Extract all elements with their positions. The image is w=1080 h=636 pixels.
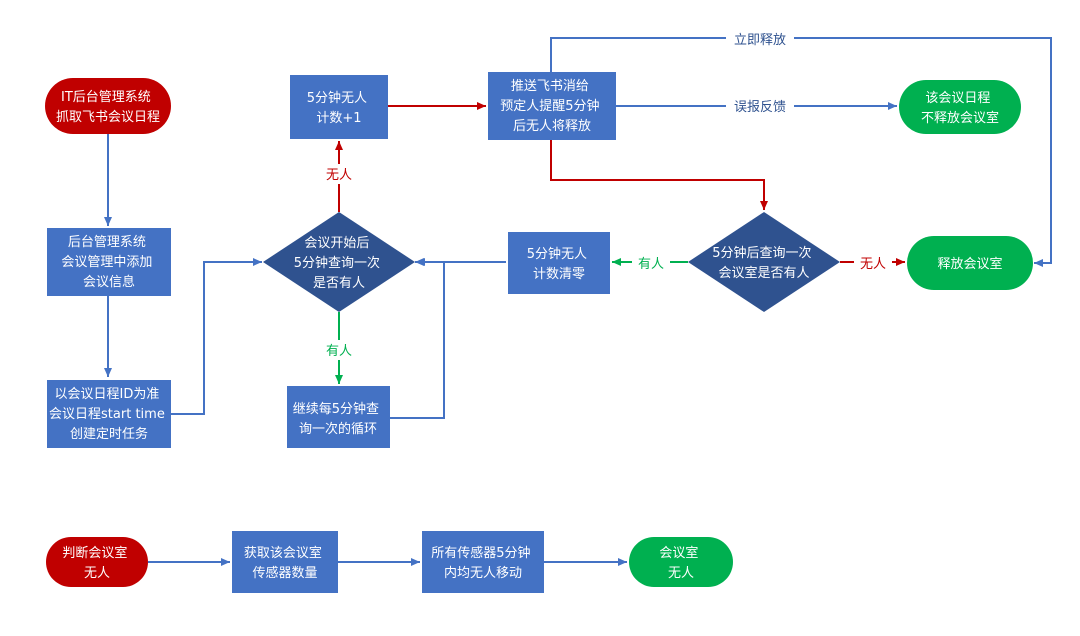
node-it-start: IT后台管理系统 抓取飞书会议日程 [45, 78, 171, 134]
edge-push-to-release [550, 37, 1052, 267]
node-check-meeting-line1: 会议开始后 [304, 236, 369, 251]
node-keep-room: 该会议日程 不释放会议室 [899, 80, 1021, 134]
connectors [104, 37, 1052, 566]
node-room-empty-line1: 会议室 [659, 545, 698, 561]
node-judge-start-line1: 判断会议室 [62, 545, 127, 561]
svg-text:判断会议室 无人: 判断会议室 无人 [62, 545, 131, 581]
node-check-5min: 5分钟后查询一次 会议室是否有人 [688, 212, 840, 312]
node-count-plus-line1: 5分钟无人 [307, 90, 367, 106]
node-room-empty-line2: 无人 [668, 566, 694, 581]
node-count-reset-line1: 5分钟无人 [527, 246, 587, 262]
edge-loop-back [390, 258, 445, 419]
node-check-meeting-line2: 5分钟查询一次 [294, 255, 380, 271]
edge-push-to-check5 [550, 140, 768, 210]
node-release-room: 释放会议室 [907, 236, 1033, 290]
label-has-person-1: 有人 [326, 344, 352, 359]
svg-text:IT后台管理系统 抓取飞书会议日程: IT后台管理系统 抓取飞书会议日程 [56, 90, 160, 125]
node-count-plus-line2: 计数+1 [316, 111, 361, 126]
node-loop-check: 继续每5分钟查 询一次的循环 [287, 386, 390, 448]
node-add-meeting: 后台管理系统 会议管理中添加 会议信息 [47, 228, 171, 296]
node-push-message: 推送飞书消给 预定人提醒5分钟 后无人将释放 [488, 72, 616, 140]
node-create-task: 以会议日程ID为准 会议日程start time 创建定时任务 [47, 380, 171, 448]
node-create-task-line2: 会议日程start time [49, 407, 165, 422]
node-loop-check-line2: 询一次的循环 [299, 421, 377, 437]
node-push-message-line3: 后无人将释放 [513, 119, 591, 134]
node-push-message-line1: 推送飞书消给 [511, 79, 589, 94]
label-release-now: 立即释放 [734, 33, 786, 48]
svg-text:推送飞书消给 预定人提醒5分钟: 推送飞书消给 预定人提醒5分钟 后无人将释放 [500, 79, 603, 134]
node-check-meeting-line3: 是否有人 [313, 276, 365, 291]
edge-task-to-check [171, 258, 262, 415]
nodes: IT后台管理系统 抓取飞书会议日程 后台管理系统 会议管理中添加 会议信息 以会… [45, 72, 1033, 593]
node-count-reset: 5分钟无人 计数清零 [508, 232, 610, 294]
node-create-task-line1: 以会议日程ID为准 [55, 387, 160, 402]
node-check-meeting: 会议开始后 5分钟查询一次 是否有人 [263, 212, 415, 312]
node-judge-start-line2: 无人 [84, 566, 110, 581]
svg-text:以会议日程ID为准 会议日程start ti: 以会议日程ID为准 会议日程start time 创建定时任务 [49, 387, 169, 442]
node-count-reset-line2: 计数清零 [533, 267, 585, 282]
svg-text:获取该会议室 传感器数量: 获取该会议室 传感器数量 [244, 545, 326, 581]
node-check-5min-line1: 5分钟后查询一次 [712, 245, 811, 261]
node-it-start-line2: 抓取飞书会议日程 [56, 110, 160, 125]
node-sensors-check-line1: 所有传感器5分钟 [431, 545, 530, 561]
svg-text:5分钟后查询一次 会议室是否有人: 5分钟后查询一次 会议室是否有人 [712, 245, 815, 281]
svg-text:5分钟无人 计数清零: 5分钟无人 计数清零 [527, 246, 591, 282]
node-add-meeting-line3: 会议信息 [83, 274, 135, 290]
label-has-person-2: 有人 [638, 257, 664, 272]
svg-text:会议室 无人: 会议室 无人 [659, 545, 702, 581]
label-no-person-1: 无人 [326, 168, 352, 183]
node-loop-check-line1: 继续每5分钟查 [293, 401, 379, 417]
svg-text:释放会议室: 释放会议室 [937, 256, 1002, 272]
label-no-person-2: 无人 [860, 257, 886, 272]
svg-text:会议开始后 5分钟查询一次: 会议开始后 5分钟查询一次 是否有人 [294, 236, 384, 291]
edge-labels: 无人 有人 立即释放 误报反馈 有人 无人 [320, 29, 892, 360]
svg-text:后台管理系统 会议管理中添加: 后台管理系统 会议管理中添加 会议信息 [61, 235, 156, 290]
node-keep-room-line2: 不释放会议室 [921, 110, 999, 126]
node-it-start-line1: IT后台管理系统 [61, 90, 151, 105]
node-get-sensors-line2: 传感器数量 [252, 565, 317, 581]
node-get-sensors-line1: 获取该会议室 [244, 545, 322, 561]
svg-text:该会议日程 不释放会议室: 该会议日程 不释放会议室 [921, 91, 999, 126]
node-push-message-line2: 预定人提醒5分钟 [500, 98, 599, 114]
node-release-room-line1: 释放会议室 [937, 256, 1002, 272]
node-judge-start: 判断会议室 无人 [46, 537, 148, 587]
node-add-meeting-line2: 会议管理中添加 [61, 255, 152, 270]
node-count-plus: 5分钟无人 计数+1 [290, 75, 388, 139]
label-false-report: 误报反馈 [734, 100, 786, 115]
node-create-task-line3: 创建定时任务 [70, 426, 148, 442]
node-room-empty: 会议室 无人 [629, 537, 733, 587]
svg-text:所有传感器5分钟 内均无人移动: 所有传感器5分钟 内均无人移动 [431, 545, 534, 581]
node-sensors-check: 所有传感器5分钟 内均无人移动 [422, 531, 544, 593]
node-sensors-check-line2: 内均无人移动 [444, 565, 522, 581]
node-check-5min-line2: 会议室是否有人 [718, 265, 809, 281]
node-add-meeting-line1: 后台管理系统 [68, 235, 146, 250]
svg-text:继续每5分钟查 询一次的循环: 继续每5分钟查 询一次的循环 [293, 401, 383, 437]
node-keep-room-line1: 该会议日程 [925, 91, 990, 106]
svg-text:5分钟无人 计数+1: 5分钟无人 计数+1 [307, 90, 371, 126]
node-get-sensors: 获取该会议室 传感器数量 [232, 531, 338, 593]
